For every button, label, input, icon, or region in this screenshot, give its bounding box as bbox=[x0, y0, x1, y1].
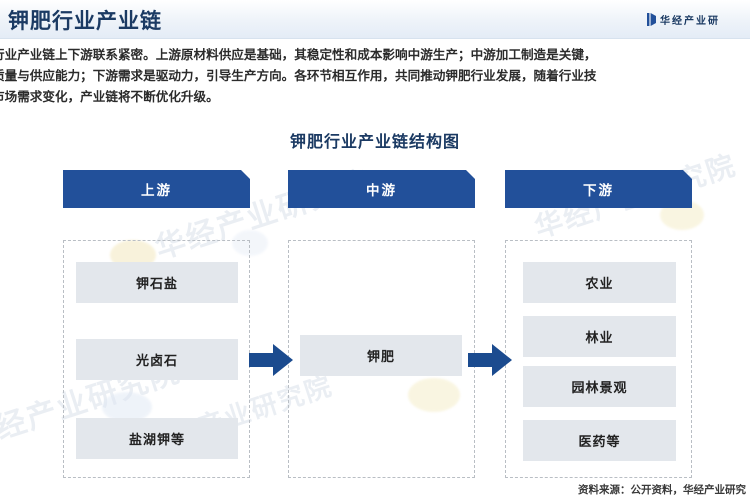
intro-line: 质量与供应能力；下游需求是驱动力，引导生产方向。各环节相互作用，共同推动钾肥行业… bbox=[0, 68, 597, 83]
chain-item-downstream[interactable]: 农业 bbox=[523, 262, 676, 303]
banner-upstream: 上游 bbox=[63, 170, 250, 208]
chain-item-label: 林业 bbox=[585, 331, 614, 346]
chain-item-label: 光卤石 bbox=[135, 354, 178, 369]
chain-item-upstream[interactable]: 盐湖钾等 bbox=[76, 418, 238, 459]
chain-item-label: 医药等 bbox=[578, 435, 621, 450]
chain-item-label: 钾肥 bbox=[366, 350, 395, 365]
banner-label: 上游 bbox=[141, 183, 172, 199]
banner-downstream: 下游 bbox=[505, 170, 692, 208]
chain-item-downstream[interactable]: 医药等 bbox=[523, 420, 676, 461]
page-title: 钾肥行业产业链 bbox=[8, 9, 162, 33]
brand-name: 华经产业研 bbox=[660, 16, 720, 27]
intro-line: 行业产业链上下游联系紧密。上游原材料供应是基础，其稳定性和成本影响中游生产；中游… bbox=[0, 47, 597, 62]
chain-item-downstream[interactable]: 园林景观 bbox=[523, 366, 676, 407]
banner-label: 下游 bbox=[583, 183, 614, 199]
page-header: 钾肥行业产业链 华经产业研 bbox=[0, 0, 750, 39]
brand-logo: 华经产业研 bbox=[647, 12, 746, 27]
intro-line: 市场需求变化，产业链将不断优化升级。 bbox=[0, 89, 219, 104]
intro-paragraph: 行业产业链上下游联系紧密。上游原材料供应是基础，其稳定性和成本影响中游生产；中游… bbox=[0, 44, 750, 107]
chain-item-midstream[interactable]: 钾肥 bbox=[300, 335, 462, 376]
chain-item-label: 园林景观 bbox=[571, 381, 628, 396]
section-title: 钾肥行业产业链结构图 bbox=[289, 132, 460, 151]
banner-label: 中游 bbox=[366, 183, 397, 199]
arrow-upstream-to-midstream bbox=[249, 344, 293, 376]
arrow-midstream-to-downstream bbox=[468, 344, 512, 376]
chain-item-label: 农业 bbox=[585, 277, 614, 292]
source-note: 资料来源：公开资料，华经产业研究 bbox=[578, 484, 746, 496]
banner-midstream: 中游 bbox=[288, 170, 475, 208]
chain-item-downstream[interactable]: 林业 bbox=[523, 316, 676, 357]
brand-mark-icon bbox=[647, 13, 656, 26]
chain-item-label: 盐湖钾等 bbox=[128, 433, 185, 448]
chain-item-upstream[interactable]: 光卤石 bbox=[76, 339, 238, 380]
chain-item-upstream[interactable]: 钾石盐 bbox=[76, 262, 238, 303]
chain-item-label: 钾石盐 bbox=[135, 277, 178, 292]
